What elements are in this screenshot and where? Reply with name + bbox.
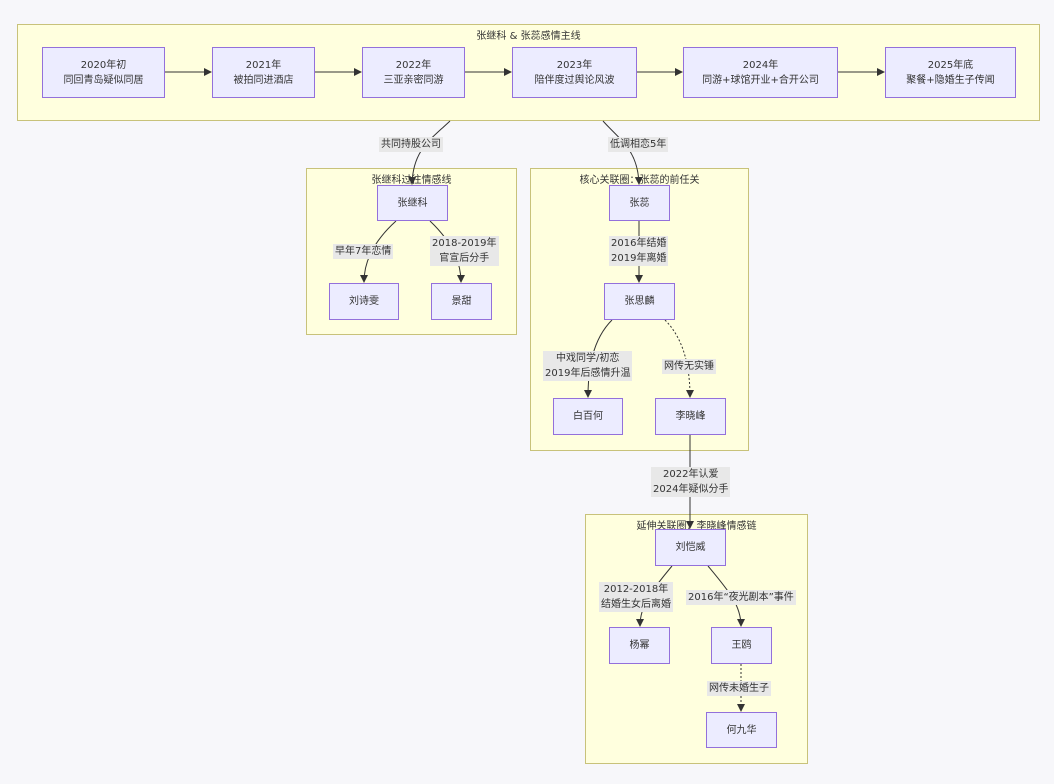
label-lkw-wo: 2016年“夜光剧本”事件 bbox=[686, 590, 796, 605]
label-zsl-bbh-line1: 中戏同学/初恋 bbox=[556, 353, 620, 364]
node-jing-tian[interactable]: 景甜 bbox=[431, 283, 492, 320]
label-zjk-jt-line1: 2018-2019年 bbox=[432, 238, 497, 249]
label-lxf-lkw-line2: 2024年疑似分手 bbox=[653, 484, 729, 495]
label-zsl-lxf: 网传无实锤 bbox=[662, 359, 716, 374]
node-2024-year: 2024年 bbox=[742, 59, 779, 71]
node-2021-event: 被拍同进酒店 bbox=[233, 74, 294, 86]
label-low-profile: 低调相恋5年 bbox=[608, 137, 669, 152]
node-zhang-rui[interactable]: 张蕊 bbox=[609, 185, 670, 221]
label-lxf-lkw: 2022年认爱 2024年疑似分手 bbox=[651, 467, 731, 497]
node-2020-year: 2020年初 bbox=[80, 59, 127, 71]
label-zr-zsl: 2016年结婚 2019年离婚 bbox=[609, 236, 669, 266]
node-liu-kaiwei[interactable]: 刘恺威 bbox=[655, 529, 726, 566]
node-liu-shiwen[interactable]: 刘诗雯 bbox=[329, 283, 399, 320]
label-lkw-ym-line2: 结婚生女后离婚 bbox=[601, 599, 671, 610]
node-2020[interactable]: 2020年初 同回青岛疑似同居 bbox=[42, 47, 165, 98]
label-zsl-bbh-line2: 2019年后感情升温 bbox=[545, 368, 631, 379]
node-2020-event: 同回青岛疑似同居 bbox=[63, 74, 144, 86]
node-2025-year: 2025年底 bbox=[927, 59, 974, 71]
node-2025-event: 聚餐+隐婚生子传闻 bbox=[906, 74, 995, 86]
label-wo-hjh: 网传未婚生子 bbox=[707, 681, 771, 696]
label-zr-zsl-line2: 2019年离婚 bbox=[611, 253, 667, 264]
node-li-xiaofeng[interactable]: 李晓峰 bbox=[655, 398, 726, 435]
node-2024-event: 同游+球馆开业+合开公司 bbox=[702, 74, 819, 86]
node-zhang-jike[interactable]: 张继科 bbox=[377, 185, 448, 221]
node-bai-baihe[interactable]: 白百何 bbox=[553, 398, 623, 435]
label-zjk-lsw: 早年7年恋情 bbox=[333, 244, 394, 259]
node-2021[interactable]: 2021年 被拍同进酒店 bbox=[212, 47, 315, 98]
node-2021-year: 2021年 bbox=[245, 59, 282, 71]
node-2022-event: 三亚亲密同游 bbox=[383, 74, 444, 86]
label-zjk-jt-line2: 官宣后分手 bbox=[439, 253, 490, 264]
node-zhang-silin[interactable]: 张思麟 bbox=[604, 283, 675, 320]
label-lkw-ym-line1: 2012-2018年 bbox=[603, 584, 669, 595]
node-2023-event: 陪伴度过舆论风波 bbox=[534, 74, 615, 86]
node-2023[interactable]: 2023年 陪伴度过舆论风波 bbox=[512, 47, 637, 98]
label-zjk-jt: 2018-2019年 官宣后分手 bbox=[430, 236, 499, 266]
node-wang-ou[interactable]: 王鸥 bbox=[711, 627, 772, 664]
label-lxf-lkw-line1: 2022年认爱 bbox=[663, 469, 719, 480]
node-2022-year: 2022年 bbox=[395, 59, 432, 71]
node-yang-mi[interactable]: 杨幂 bbox=[609, 627, 670, 664]
edge-zsl-lxf bbox=[664, 319, 694, 398]
label-zr-zsl-line1: 2016年结婚 bbox=[611, 238, 667, 249]
label-zsl-bbh: 中戏同学/初恋 2019年后感情升温 bbox=[543, 351, 633, 381]
node-2025[interactable]: 2025年底 聚餐+隐婚生子传闻 bbox=[885, 47, 1016, 98]
node-he-jiuhua[interactable]: 何九华 bbox=[706, 712, 777, 748]
node-2024[interactable]: 2024年 同游+球馆开业+合开公司 bbox=[683, 47, 838, 98]
main-cluster-title: 张继科 & 张蕊感情主线 bbox=[476, 31, 581, 42]
edge-main-zr bbox=[602, 120, 643, 185]
node-2023-year: 2023年 bbox=[556, 59, 593, 71]
label-lkw-ym: 2012-2018年 结婚生女后离婚 bbox=[599, 582, 673, 612]
edge-main-zjk bbox=[408, 120, 451, 185]
ext-cluster-title: 延伸关联圈：李晓峰情感链 bbox=[636, 521, 757, 532]
node-2022[interactable]: 2022年 三亚亲密同游 bbox=[362, 47, 465, 98]
label-shared-company: 共同持股公司 bbox=[379, 137, 443, 152]
